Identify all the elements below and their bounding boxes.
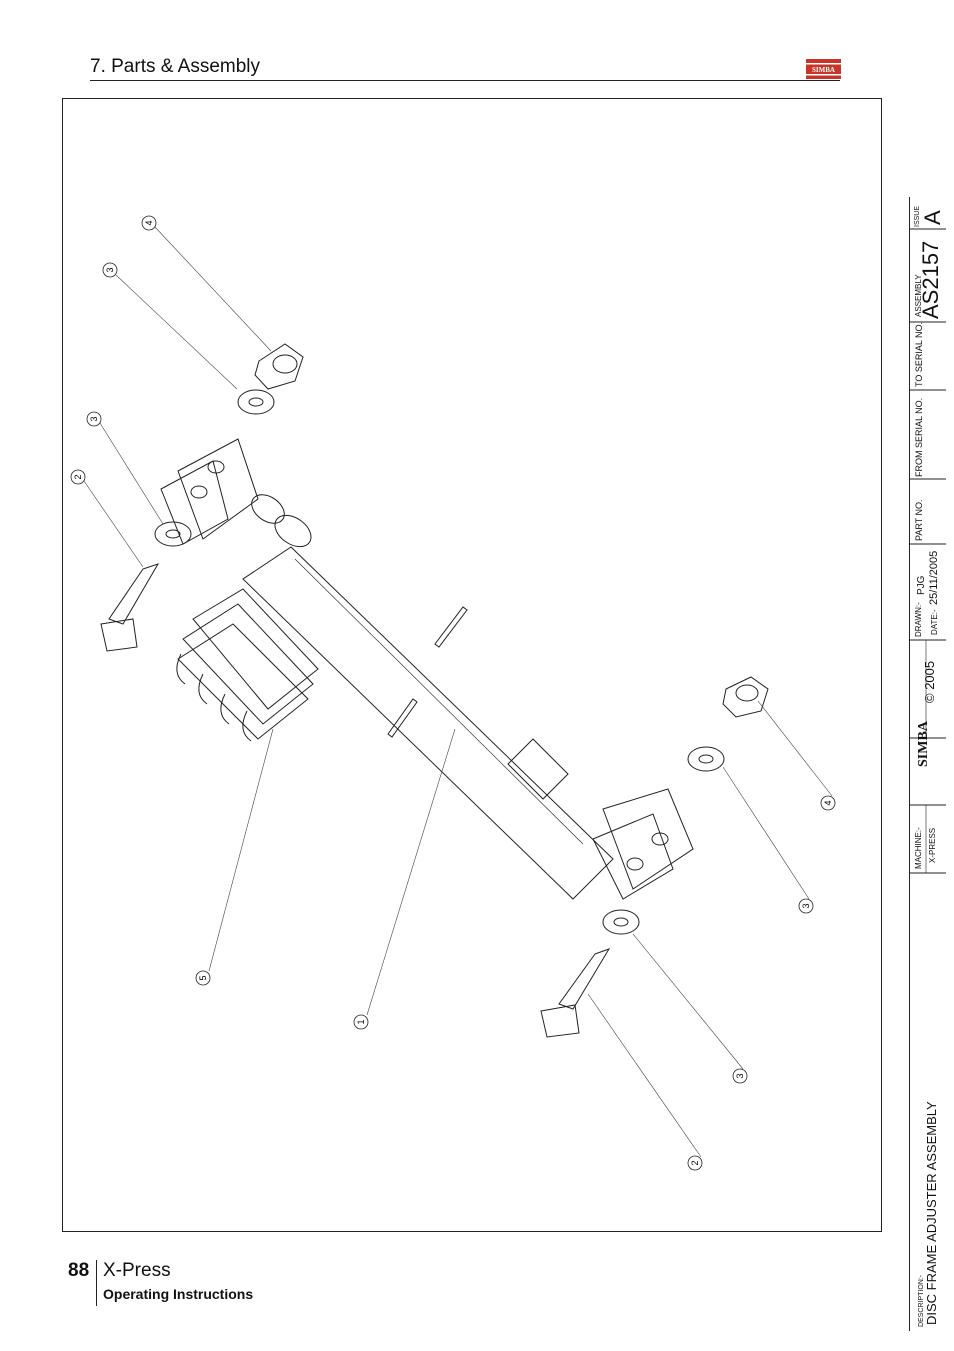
callout-circle [353, 1014, 369, 1030]
callout-balloon: 4 [820, 795, 836, 811]
callout-balloon: 5 [195, 970, 211, 986]
simba-logo: SIMBA [806, 59, 841, 79]
callout-circle [687, 1155, 703, 1171]
callout-number: 3 [105, 267, 115, 272]
title-block-brand: SIMBA [916, 721, 931, 767]
from-serial-label: FROM SERIAL NO. [914, 397, 924, 477]
description-value: DISC FRAME ADJUSTER ASSEMBLY [924, 1101, 939, 1325]
callout-number: 2 [73, 474, 83, 479]
callout-balloon: 1 [353, 1014, 369, 1030]
section-title: 7. Parts & Assembly [90, 56, 261, 77]
title-block: ISSUE A ASSEMBLY AS2157 TO SERIAL NO. FR… [909, 197, 946, 1331]
date-value: 25/11/2005 [928, 550, 940, 605]
callout-number: 5 [198, 975, 208, 980]
callout-circle [732, 1068, 748, 1084]
to-serial-label: TO SERIAL NO. [914, 321, 924, 387]
callout-circle [195, 970, 211, 986]
issue-value: A [920, 210, 945, 225]
document-subtitle: Operating Instructions [103, 1286, 254, 1302]
callout-balloon: 2 [70, 469, 86, 485]
callout-circle [102, 262, 118, 278]
footer-divider [96, 1260, 97, 1306]
callout-balloon: 3 [86, 411, 102, 427]
callout-circle [141, 215, 157, 231]
drawing-frame: 4 3 3 2 5 1 4 3 3 2 ISSUE A ASSEMBLY AS2157 TO SE… [62, 98, 946, 1331]
exploded-assembly-drawing: 4 3 3 2 5 1 4 3 3 2 [70, 215, 836, 1171]
callout-circle [820, 795, 836, 811]
part-no-label: PART NO. [914, 499, 924, 541]
page-number: 88 [68, 1260, 90, 1281]
header-rule [90, 80, 840, 81]
drawn-value: PJG [916, 575, 927, 595]
callout-balloon: 3 [798, 898, 814, 914]
callout-balloon: 4 [141, 215, 157, 231]
callout-number: 3 [735, 1073, 745, 1078]
callout-number: 4 [144, 220, 154, 225]
machine-value: X-PRESS [928, 827, 937, 863]
logo-text: SIMBA [812, 66, 835, 74]
callout-circle [798, 898, 814, 914]
callout-balloon: 2 [687, 1155, 703, 1171]
callout-number: 3 [801, 903, 811, 908]
copyright: © 2005 [922, 660, 937, 703]
date-label: DATE:- [930, 609, 939, 635]
callout-number: 3 [89, 416, 99, 421]
machine-label: MACHINE:- [914, 827, 923, 869]
callout-number: 4 [823, 800, 833, 805]
callout-balloon: 3 [102, 262, 118, 278]
callout-circle [86, 411, 102, 427]
callout-number: 2 [690, 1160, 700, 1165]
assembly-number: AS2157 [918, 240, 943, 319]
callout-balloon: 3 [732, 1068, 748, 1084]
callout-number: 1 [356, 1019, 366, 1024]
product-name: X-Press [103, 1260, 171, 1281]
title-block-grid [910, 228, 946, 874]
drawn-label: DRAWN:- [914, 602, 923, 637]
callout-circle [70, 469, 86, 485]
